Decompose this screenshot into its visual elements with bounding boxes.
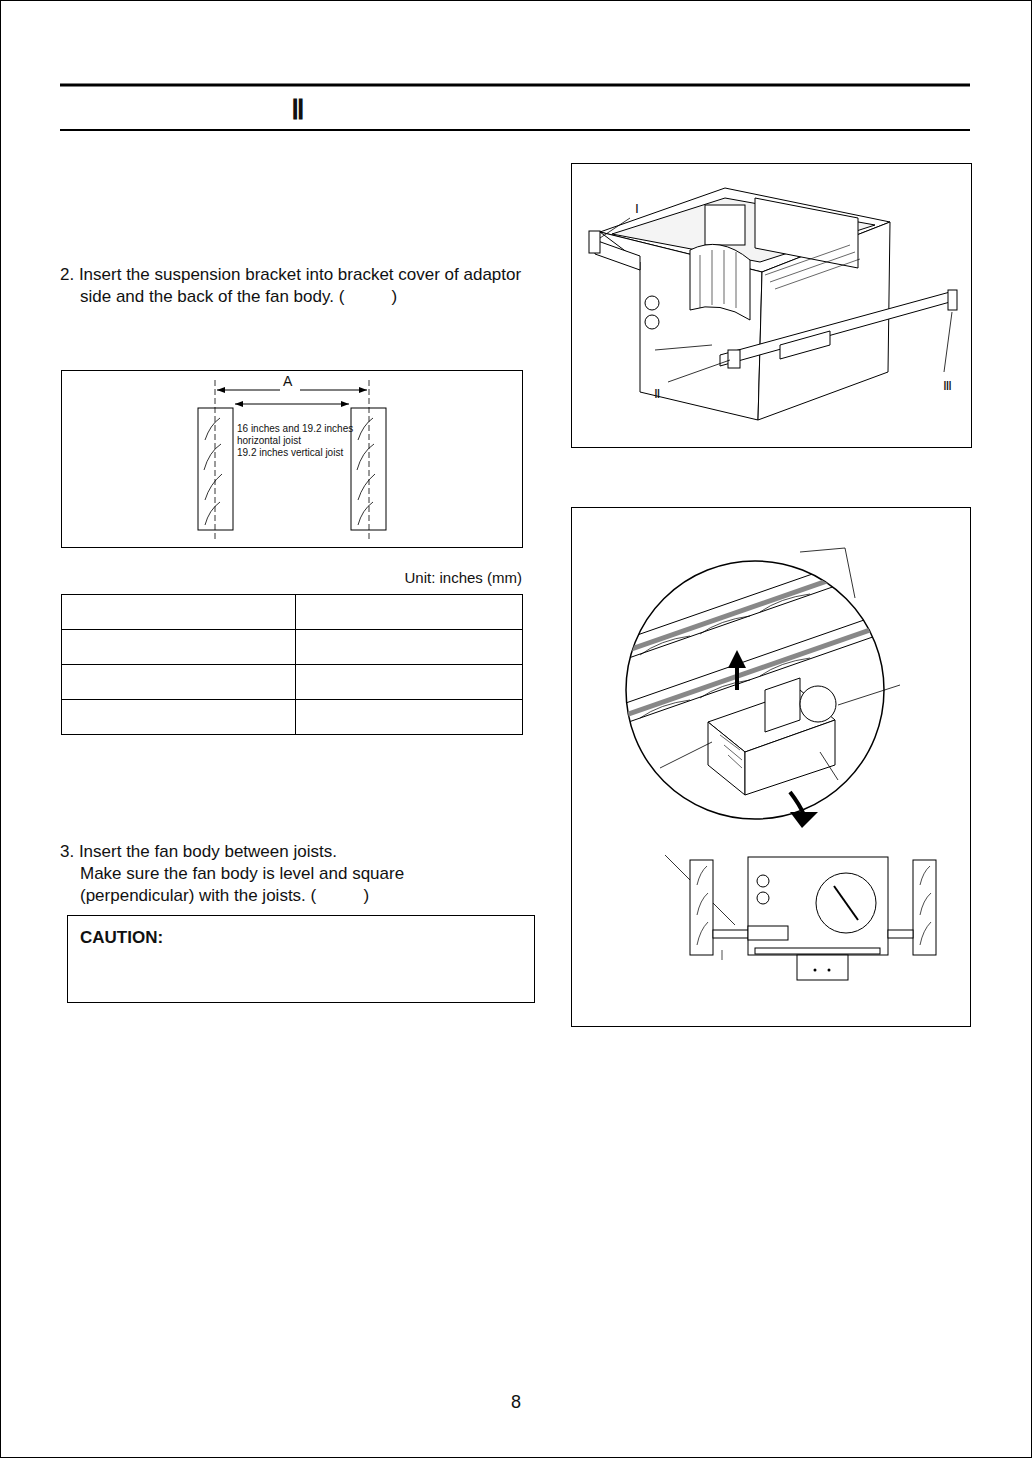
step-text: 2. Insert the suspension bracket into br… — [60, 264, 525, 308]
caution-box: CAUTION: — [67, 915, 535, 1003]
unit-note: Unit: inches (mm) — [322, 569, 522, 587]
callout-number: Ⅲ — [943, 378, 952, 394]
joist-figure-frame: A 16 inches and 19.2 inches horizontal jo… — [61, 370, 523, 548]
step-text: 3. Insert the fan body between joists. — [60, 841, 530, 863]
joist-note: 16 inches and 19.2 inches horizontal joi… — [237, 423, 357, 447]
callout-number: Ⅰ — [635, 201, 639, 217]
bracket-figure-frame: Ⅰ Ⅱ Ⅲ — [571, 163, 972, 448]
joist-note: 19.2 inches vertical joist — [237, 447, 357, 459]
page-number: 8 — [500, 1392, 532, 1414]
callout-number: Ⅱ — [654, 386, 660, 402]
section-heading: Ⅱ — [291, 93, 305, 127]
step-text: Make sure the fan body is level and squa… — [80, 863, 450, 907]
caution-heading: CAUTION: — [80, 928, 163, 948]
dimension-letter: A — [283, 373, 292, 390]
